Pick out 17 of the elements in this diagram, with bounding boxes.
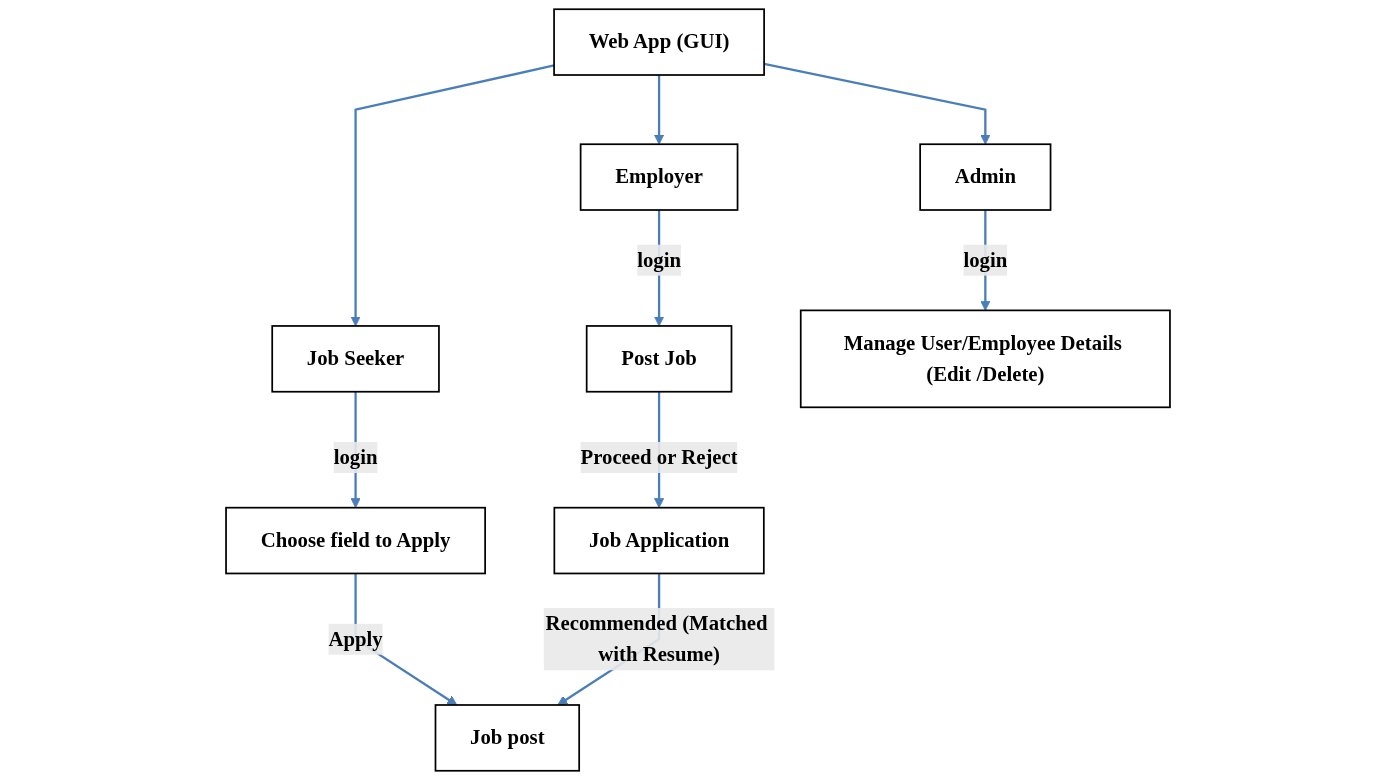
node-box: Job post — [434, 704, 581, 772]
edge-label: login — [637, 248, 682, 272]
arrow — [350, 64, 555, 327]
edge-label: login — [333, 445, 378, 469]
node-box: Admin — [919, 143, 1052, 211]
node-box: Job Application — [553, 506, 765, 575]
arrow — [654, 75, 665, 145]
edge-label: Apply — [328, 627, 383, 651]
node-box: Post Job — [585, 325, 733, 393]
node-box: Job Seeker — [271, 325, 440, 393]
edge-label: login — [963, 248, 1008, 272]
node-box: Choose field to Apply — [225, 506, 486, 575]
edge-label: Recommended (Matched with Resume) — [545, 611, 768, 666]
node-box: Employer — [579, 143, 739, 211]
node-box: Web App (GUI) — [553, 8, 765, 76]
node-box: Manage User/Employee Details (Edit /Delete) — [799, 309, 1171, 409]
edge-label: Proceed or Reject — [580, 445, 738, 469]
